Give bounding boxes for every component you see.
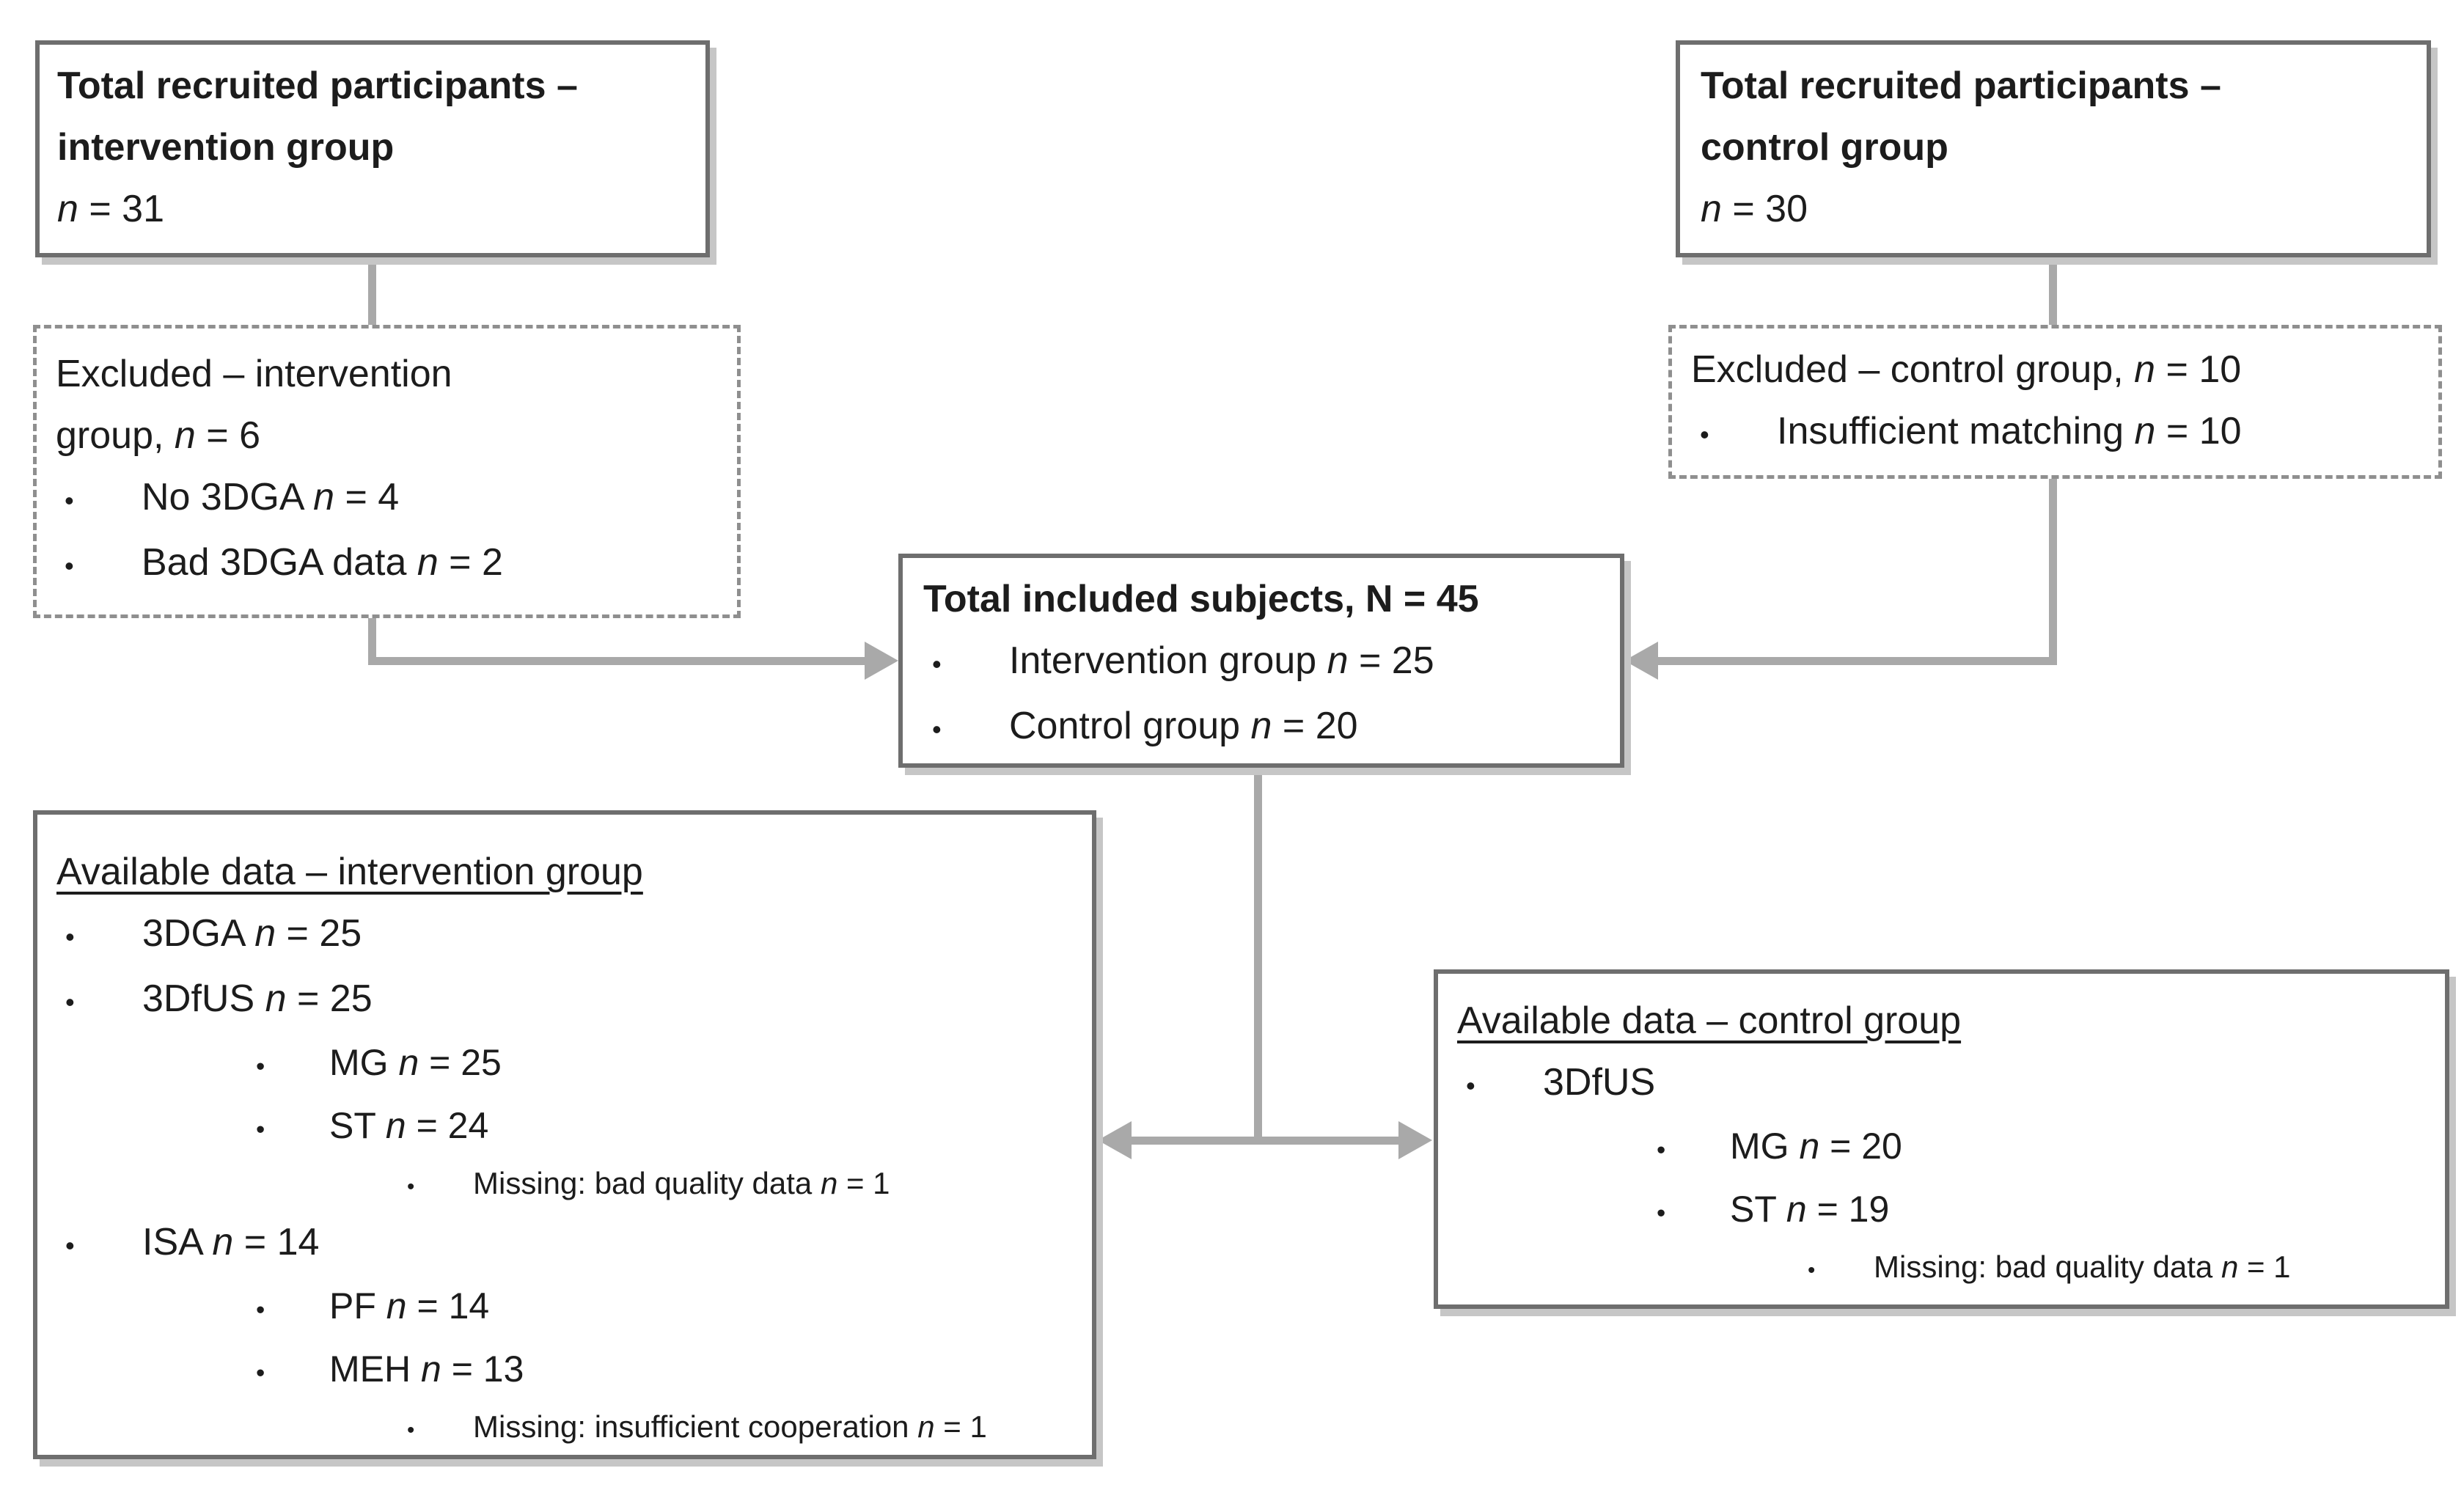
bullet-icon: • <box>1700 419 1709 449</box>
connector-included-vertical <box>1254 768 1262 1145</box>
list-item-text: MG n = 20 <box>1730 1126 1902 1167</box>
bullet-icon: • <box>1657 1136 1666 1164</box>
list-item: • Missing: bad quality data n = 1 <box>1457 1243 2426 1295</box>
list-item: • Missing: insufficient cooperation n = … <box>56 1403 1073 1455</box>
box-excluded-control: Excluded – control group, n = 10 • Insuf… <box>1668 325 2442 479</box>
box-title-line: control group <box>1701 126 1948 169</box>
list-item-text: ST n = 24 <box>329 1105 489 1146</box>
bullet-icon: • <box>932 649 942 679</box>
sample-size-line: n = 31 <box>57 188 165 230</box>
bullet-icon: • <box>256 1052 265 1081</box>
list-item: • MG n = 20 <box>1457 1117 2426 1180</box>
box-available-data-intervention: Available data – intervention group • 3D… <box>33 810 1096 1459</box>
box-heading-underlined: Available data – control group <box>1457 999 1962 1042</box>
connector-intervention-horizontal <box>368 657 865 665</box>
list-item: • 3DfUS n = 25 <box>56 968 1073 1033</box>
bullet-icon: • <box>1466 1071 1475 1101</box>
list-item: • ST n = 24 <box>56 1096 1073 1159</box>
box-title-line: group, n = 6 <box>56 414 260 457</box>
box-heading-underlined: Available data – intervention group <box>56 851 643 893</box>
list-item-text: MG n = 25 <box>329 1042 502 1083</box>
list-item-text: 3DGA n = 25 <box>142 912 362 955</box>
list-item-text: No 3DGA n = 4 <box>142 476 400 518</box>
bullet-icon: • <box>256 1296 265 1324</box>
list-item-text: ISA n = 14 <box>142 1221 320 1263</box>
list-item-text: Intervention group n = 25 <box>1009 639 1434 682</box>
box-title-line: Total recruited participants – <box>57 65 578 107</box>
list-item: • Control group n = 20 <box>923 695 1599 760</box>
arrowhead-right-icon <box>1398 1121 1432 1159</box>
box-excluded-intervention: Excluded – intervention group, n = 6 • N… <box>33 325 741 618</box>
list-item: • Missing: bad quality data n = 1 <box>56 1159 1073 1211</box>
bullet-icon: • <box>407 1175 415 1199</box>
box-title-line: Total included subjects, N = 45 <box>923 578 1479 620</box>
bullet-icon: • <box>407 1418 415 1442</box>
arrowhead-left-icon <box>1624 642 1658 680</box>
sample-size-line: n = 30 <box>1701 188 1808 230</box>
bullet-icon: • <box>256 1115 265 1144</box>
box-total-recruited-control: Total recruited participants – control g… <box>1676 40 2431 257</box>
list-item: • No 3DGA n = 4 <box>56 466 718 532</box>
list-item: • Bad 3DGA data n = 2 <box>56 532 718 597</box>
box-available-data-control: Available data – control group • 3DfUS •… <box>1434 969 2449 1309</box>
list-item-text: 3DfUS n = 25 <box>142 977 373 1020</box>
list-item: • ST n = 19 <box>1457 1180 2426 1243</box>
list-item-text: PF n = 14 <box>329 1285 490 1326</box>
connector-control-horizontal <box>1658 657 2057 665</box>
list-item-text: Missing: bad quality data n = 1 <box>473 1166 890 1200</box>
bullet-icon: • <box>256 1359 265 1387</box>
list-item-text: Missing: insufficient cooperation n = 1 <box>473 1409 987 1444</box>
bullet-icon: • <box>65 551 74 581</box>
list-item: • MG n = 25 <box>56 1033 1073 1096</box>
box-title-line: Total recruited participants – <box>1701 65 2221 107</box>
bullet-icon: • <box>1808 1258 1816 1282</box>
bullet-icon: • <box>65 1230 75 1260</box>
box-title-line: intervention group <box>57 126 395 169</box>
box-total-included: Total included subjects, N = 45 • Interv… <box>898 554 1624 768</box>
list-item: • ISA n = 14 <box>56 1211 1073 1277</box>
list-item: • Intervention group n = 25 <box>923 630 1599 695</box>
list-item-text: MEH n = 13 <box>329 1348 524 1390</box>
box-title-line: Excluded – control group, n = 10 <box>1691 348 2242 391</box>
list-item: • 3DfUS <box>1457 1052 2426 1117</box>
arrowhead-left-icon <box>1098 1121 1132 1159</box>
bullet-icon: • <box>65 485 74 515</box>
list-item: • MEH n = 13 <box>56 1340 1073 1403</box>
bullet-icon: • <box>932 714 942 744</box>
list-item: • PF n = 14 <box>56 1277 1073 1340</box>
list-item-text: ST n = 19 <box>1730 1189 1890 1230</box>
arrowhead-right-icon <box>865 642 898 680</box>
bullet-icon: • <box>65 922 75 952</box>
list-item: • 3DGA n = 25 <box>56 903 1073 968</box>
bullet-icon: • <box>65 987 75 1017</box>
connector-bottom-horizontal <box>1129 1137 1401 1145</box>
bullet-icon: • <box>1657 1199 1666 1227</box>
list-item-text: Bad 3DGA data n = 2 <box>142 541 503 584</box>
box-total-recruited-intervention: Total recruited participants – intervent… <box>35 40 710 257</box>
list-item-text: Control group n = 20 <box>1009 705 1358 747</box>
list-item: • Insufficient matching n = 10 <box>1691 400 2419 466</box>
list-item-text: Missing: bad quality data n = 1 <box>1874 1249 2291 1284</box>
list-item-text: 3DfUS <box>1543 1061 1656 1104</box>
list-item-text: Insufficient matching n = 10 <box>1777 410 2242 452</box>
box-title-line: Excluded – intervention <box>56 353 452 395</box>
